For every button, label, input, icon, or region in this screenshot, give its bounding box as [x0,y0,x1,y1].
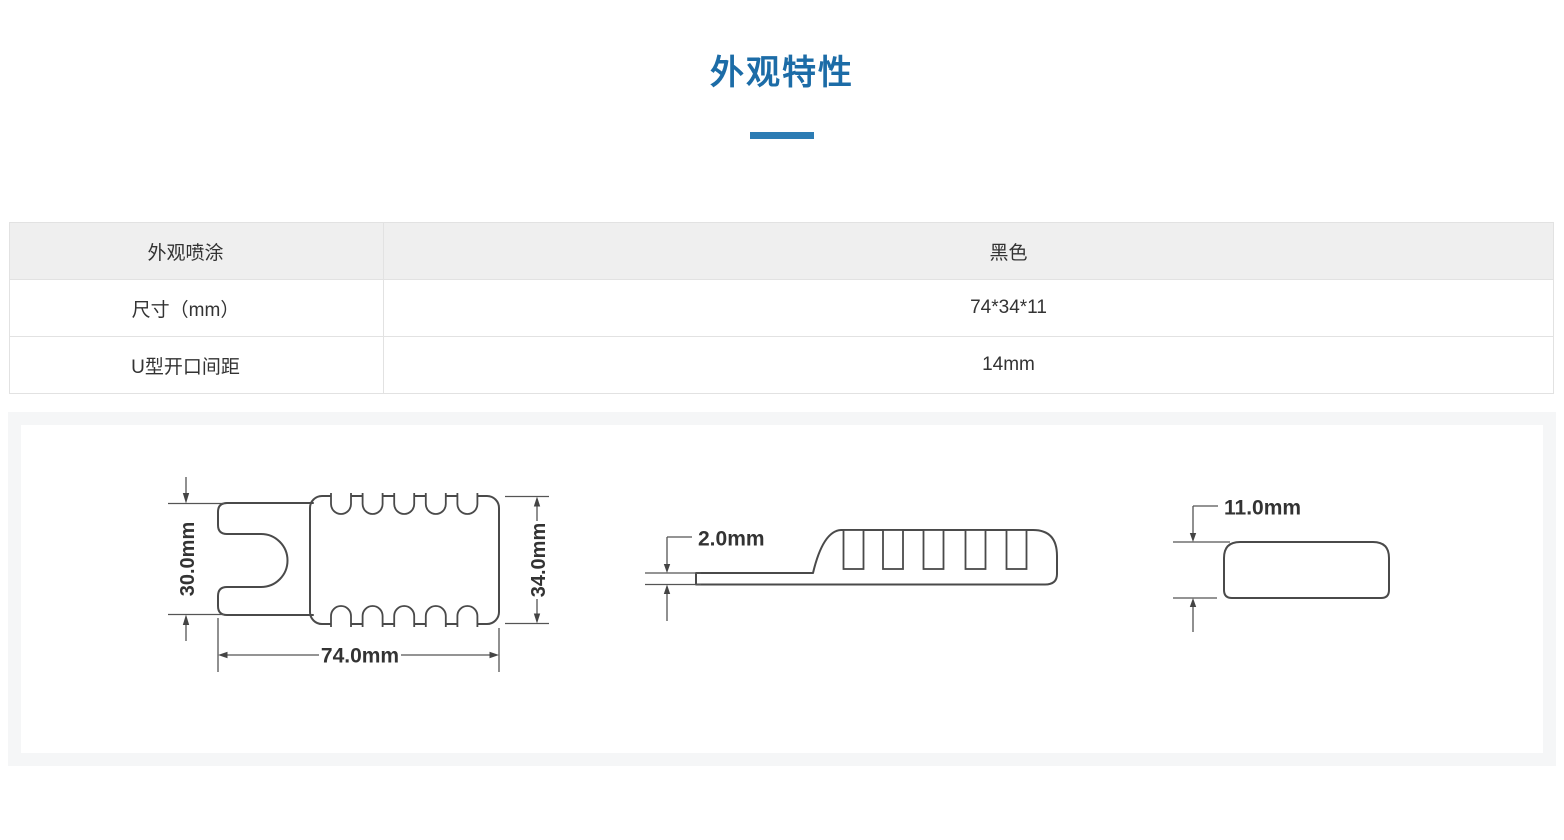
dim-blade-thickness: 2.0mm [645,528,765,621]
slot [882,529,904,570]
side-outline [695,529,1058,586]
dim-body-height: 34.0mm [505,495,550,625]
slot [393,605,416,627]
page-title: 外观特性 [710,54,854,92]
drawings-card: 30.0mm 34.0mm [21,425,1543,753]
dim-fork-height: 30.0mm [168,477,224,641]
end-height-label: 11.0mm [1224,497,1301,520]
table-row: U型开口间距 14mm [9,336,1554,394]
slot [456,493,479,515]
drawing-end-view: 11.0mm [1173,497,1390,632]
drawing-top-view: 30.0mm 34.0mm [168,477,550,672]
table-row: 外观喷涂 黑色 [9,222,1554,280]
spec-table-wrap: 外观喷涂 黑色 尺寸（mm） 74*34*11 U型开口间距 14mm [9,222,1555,394]
slot [964,529,987,570]
spec-value: 黑色 [383,222,1554,280]
body-height-label: 34.0mm [528,523,550,598]
slot [842,529,865,570]
overall-width-label: 74.0mm [321,645,399,668]
technical-drawings: 30.0mm 34.0mm [168,477,1390,672]
body-outline [309,495,500,625]
spec-table: 外观喷涂 黑色 尺寸（mm） 74*34*11 U型开口间距 14mm [9,222,1554,394]
fork-height-label: 30.0mm [177,522,199,597]
slot [393,493,416,515]
page: 外观特性 外观喷涂 黑色 尺寸（mm） 74*34*11 U型开口间距 14mm [0,54,1564,766]
drawing-side-view: 2.0mm [645,528,1058,621]
end-outline [1223,541,1390,599]
spec-value: 14mm [383,336,1554,394]
drawings-panel: 30.0mm 34.0mm [8,412,1556,766]
slot [330,493,352,515]
slot [1005,529,1028,570]
spec-label: 外观喷涂 [9,222,384,280]
slot [361,605,384,627]
spec-label: U型开口间距 [9,336,384,394]
u-fork-outline [217,502,314,616]
slot [424,493,447,515]
title-underline [750,132,814,139]
blade-thickness-label: 2.0mm [698,528,765,551]
slot [330,605,352,627]
dim-end-height: 11.0mm [1173,497,1301,632]
spec-value: 74*34*11 [383,279,1554,337]
table-row: 尺寸（mm） 74*34*11 [9,279,1554,337]
dim-overall-width: 74.0mm [217,618,500,672]
spec-label: 尺寸（mm） [9,279,384,337]
slot [361,493,384,515]
slot [922,529,945,570]
slot [424,605,447,627]
slot [456,605,479,627]
